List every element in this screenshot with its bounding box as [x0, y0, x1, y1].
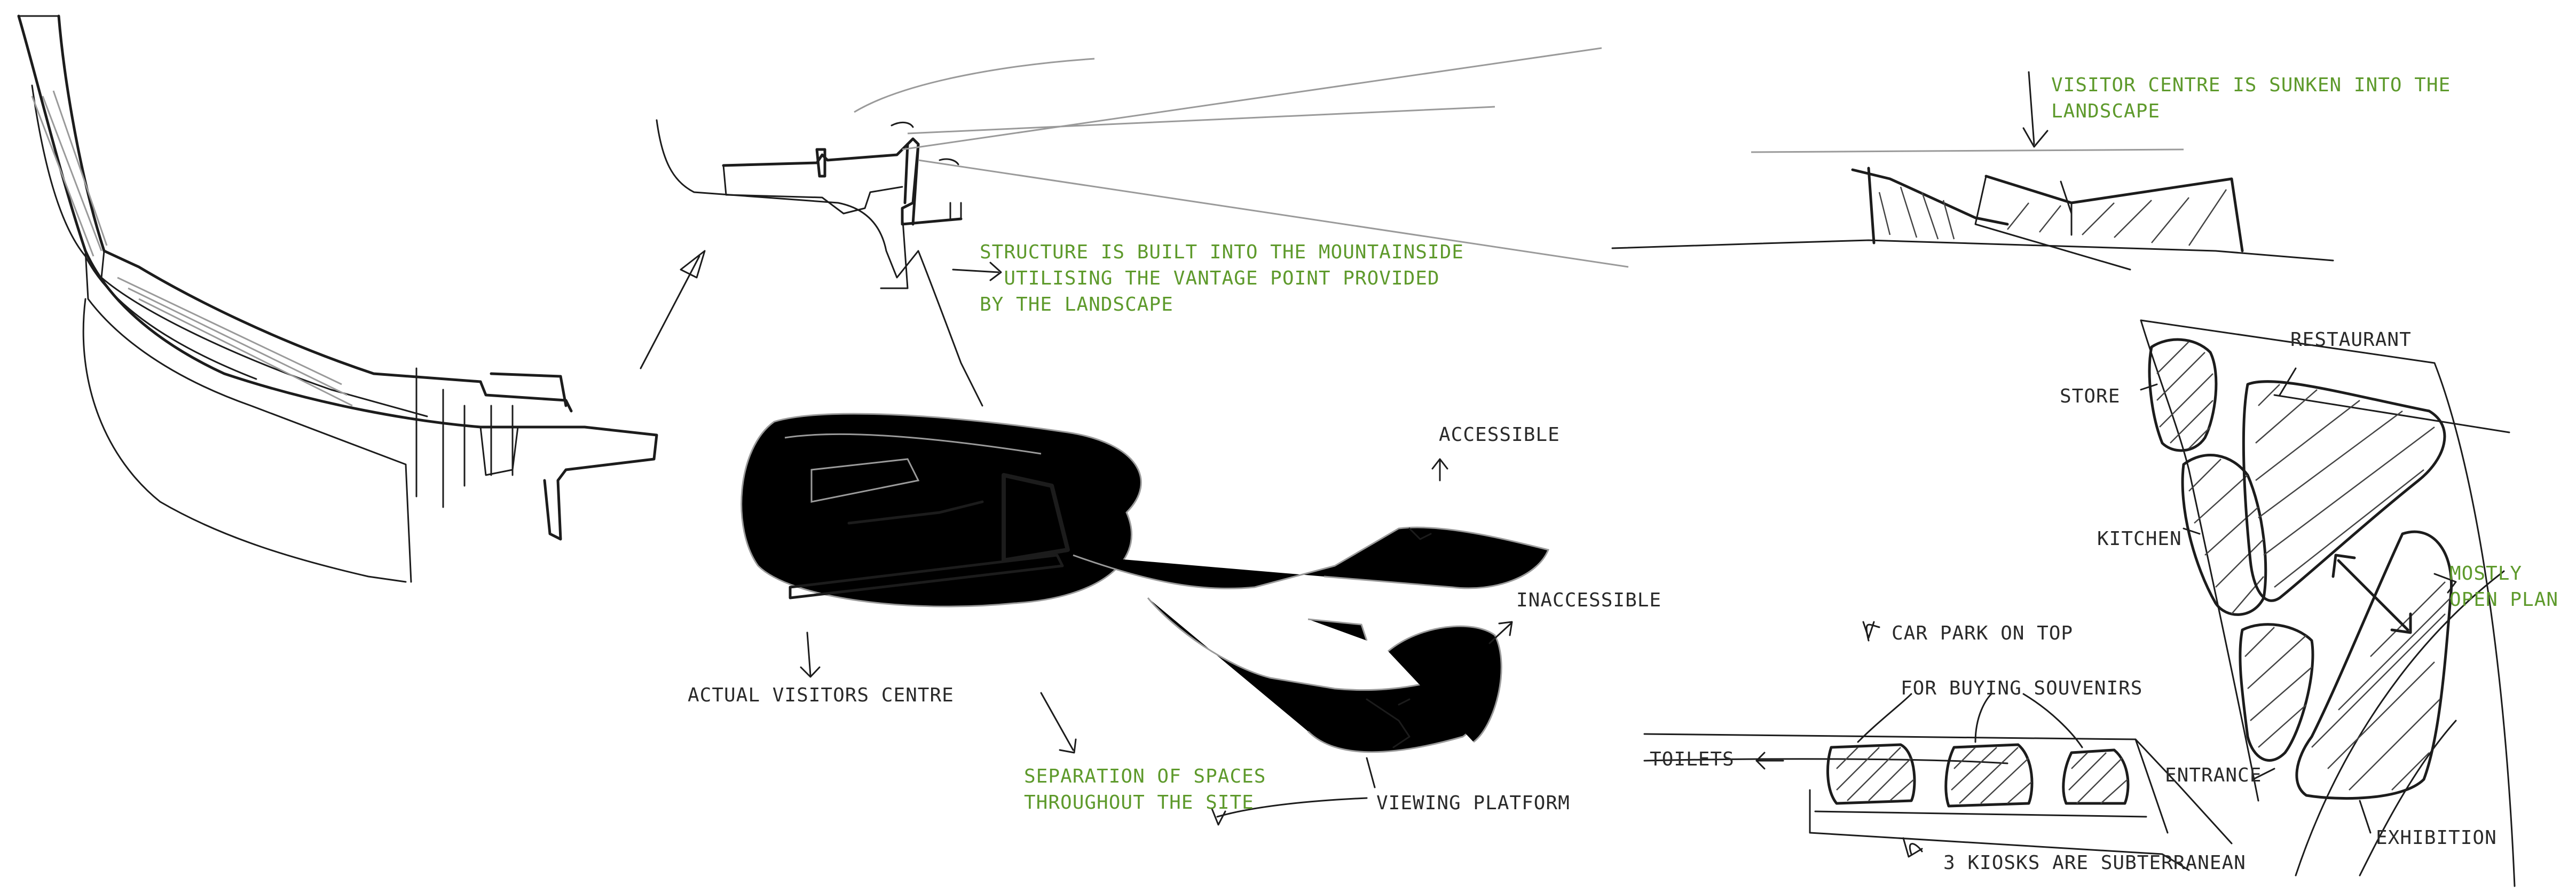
connector-arrow	[640, 250, 706, 369]
floor-plan-sketch	[2140, 319, 2516, 887]
cliff-walkway-perspective-sketch	[17, 14, 658, 583]
kitchen-label: KITCHEN	[2097, 528, 2182, 550]
actual-visitors-centre-label: ACTUAL VISITORS CENTRE	[688, 684, 954, 706]
inaccessible-label: INACCESSIBLE	[1516, 589, 1662, 611]
kiosks-plan-sketch	[1643, 367, 2372, 871]
mostly-open-plan-note: MOSTLY OPEN PLAN	[2449, 563, 2559, 611]
inaccessible-arrow	[1488, 621, 1513, 644]
three-kiosks-label: 3 KIOSKS ARE SUBTERRANEAN	[1943, 852, 2246, 874]
toilets-label: TOILETS	[1650, 748, 1735, 770]
site-plan-sketch	[740, 413, 1550, 753]
sunken-centre-section-sketch	[1611, 71, 2334, 271]
accessible-label: ACCESSIBLE	[1439, 424, 1560, 446]
accessible-arrow	[1431, 458, 1448, 481]
entrance-label: ENTRANCE	[2165, 764, 2262, 786]
visitor-centre-sunken-note: VISITOR CENTRE IS SUNKEN INTO THE LANDSC…	[2051, 74, 2451, 122]
store-label: STORE	[2060, 385, 2121, 407]
viewing-platform-arrows	[1211, 757, 1376, 826]
viewing-platform-label: VIEWING PLATFORM	[1376, 792, 1570, 814]
structure-arrow	[952, 262, 1002, 281]
separation-arrow	[1040, 692, 1077, 754]
mountainside-section-sketch	[656, 47, 1629, 407]
exhibition-label: EXHIBITION	[2376, 827, 2497, 849]
car-park-on-top-label: CAR PARK ON TOP	[1892, 622, 2074, 644]
restaurant-label: RESTAURANT	[2290, 329, 2412, 351]
visitors-centre-arrow	[800, 631, 821, 678]
separation-of-spaces-note: SEPARATION OF SPACES THROUGHOUT THE SITE	[1024, 765, 1266, 814]
structure-built-into-note: STRUCTURE IS BUILT INTO THE MOUNTAINSIDE…	[980, 241, 1464, 315]
for-buying-souvenirs-label: FOR BUYING SOUVENIRS	[1901, 677, 2143, 699]
